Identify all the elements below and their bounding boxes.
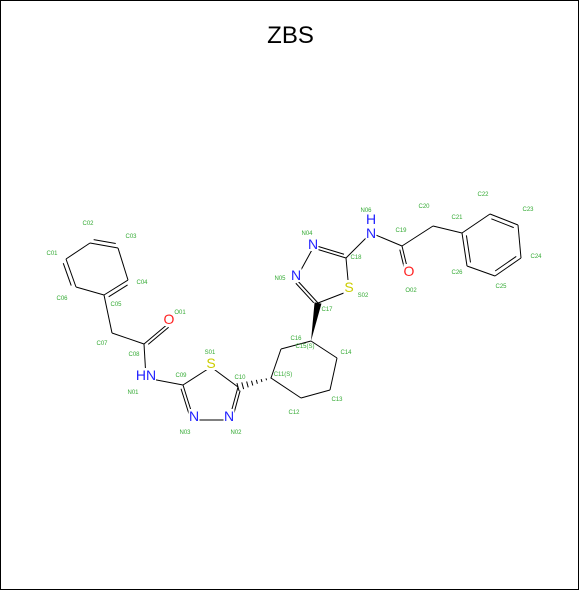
bond: [148, 327, 168, 344]
bond: [63, 263, 71, 285]
bond: [118, 248, 128, 280]
bond: [466, 235, 470, 262]
atom-label-c25: C25: [495, 284, 507, 290]
atom-symbol-o01: O: [164, 311, 175, 327]
atom-symbol-n06b: N: [366, 225, 376, 241]
atom-symbol-n05: N: [291, 267, 301, 283]
atom-label-c17: C17: [321, 307, 333, 313]
bond: [256, 380, 257, 384]
bond: [518, 225, 521, 258]
bond: [251, 381, 252, 386]
bond: [94, 240, 116, 244]
bond: [112, 333, 144, 344]
bond: [330, 358, 337, 390]
atom-label-c24: C24: [530, 254, 542, 260]
atom-label-n01: N01: [127, 390, 139, 396]
atom-label-c23: C23: [522, 207, 534, 213]
wedge-bond: [311, 302, 321, 341]
bond: [311, 341, 337, 358]
atom-label-c13: C13: [331, 397, 343, 403]
atom-label-n05: N05: [274, 276, 286, 282]
atom-label-c20: C20: [418, 204, 430, 210]
atom-label-c16: C16: [290, 336, 302, 342]
atom-label-c06: C06: [56, 296, 68, 302]
atom-label-c21: C21: [451, 215, 463, 221]
bond: [247, 382, 249, 388]
bond: [462, 233, 467, 266]
bond: [462, 214, 490, 233]
bond: [495, 258, 521, 276]
bond: [402, 226, 433, 246]
atom-label-c15: C15(S): [295, 344, 314, 350]
bond: [242, 382, 244, 389]
atom-label-n04: N04: [301, 231, 313, 237]
atom-symbol-n02: N: [224, 408, 234, 424]
atom-symbol-o02: O: [404, 263, 415, 279]
atom-label-c04: C04: [136, 280, 148, 286]
atom-symbol-n03: N: [189, 408, 199, 424]
atom-label-c18: C18: [350, 255, 362, 261]
bond: [301, 390, 330, 398]
atom-label-c12: C12: [288, 410, 300, 416]
atom-label-o01: O01: [174, 310, 186, 316]
bond: [433, 226, 462, 233]
atom-label-c09: C09: [175, 373, 187, 379]
atom-label-c01: C01: [46, 251, 58, 257]
atom-label-c07: C07: [96, 341, 108, 347]
atom-label-s02: S02: [358, 293, 369, 299]
bond: [467, 266, 495, 276]
bond: [296, 283, 314, 303]
atom-label-c02: C02: [82, 221, 94, 227]
bond: [271, 378, 301, 398]
bond: [266, 378, 267, 380]
bond: [66, 259, 76, 287]
atom-label-c22: C22: [477, 192, 489, 198]
atom-label-c14: C14: [340, 350, 352, 356]
bond: [104, 295, 112, 333]
atom-label-c03: C03: [125, 234, 137, 240]
atom-label-c08: C08: [128, 352, 140, 358]
atom-symbol-s02: S: [344, 279, 353, 295]
atom-label-s01: S01: [205, 350, 216, 356]
atom-label-o02: O02: [405, 288, 417, 294]
bond: [90, 243, 118, 248]
atom-symbol-n04: N: [308, 236, 318, 252]
atom-label-n02: N02: [230, 430, 242, 436]
bond: [66, 243, 90, 259]
atom-label-c05: C05: [110, 302, 122, 308]
atom-label-n03: N03: [179, 430, 191, 436]
atom-label-c10: C10: [234, 375, 246, 381]
atom-label-c19: C19: [395, 228, 407, 234]
bond: [261, 379, 262, 382]
bond: [491, 219, 513, 228]
bond: [76, 287, 104, 295]
atom-label-c11: C11(S): [274, 372, 293, 378]
atom-label-n06: N06: [360, 208, 372, 214]
atom-symbol-s01: S: [206, 355, 215, 371]
atom-label-c26: C26: [451, 270, 463, 276]
atom-symbol-n01: HN: [136, 367, 156, 383]
